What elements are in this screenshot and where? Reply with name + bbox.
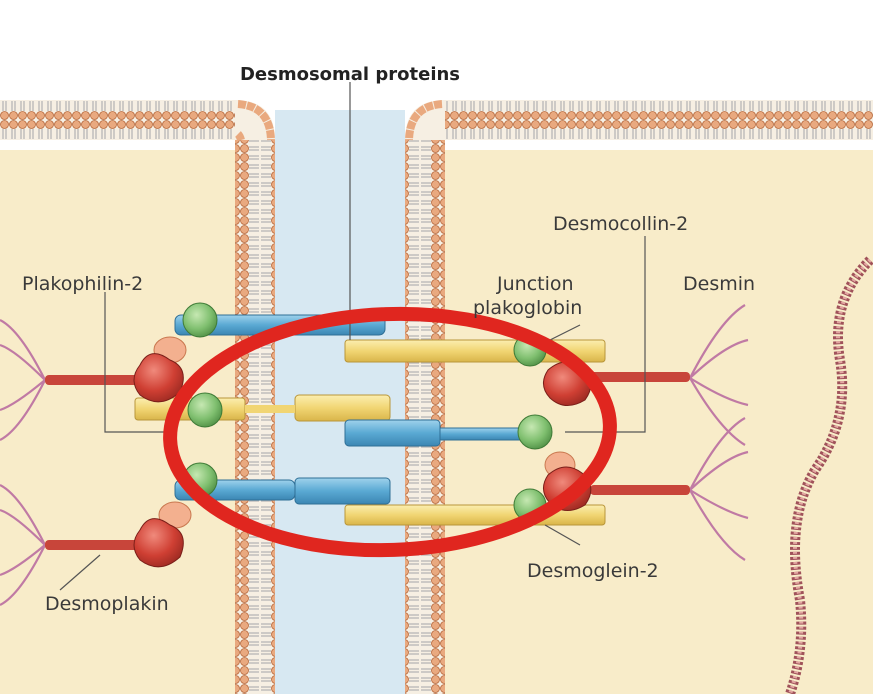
- label-desmin: Desmin: [683, 273, 755, 295]
- diagram-title: Desmosomal proteins: [240, 64, 460, 85]
- label-desmoplakin: Desmoplakin: [45, 593, 169, 615]
- label-plakoglobin: plakoglobin: [473, 297, 582, 319]
- label-plakophilin-2: Plakophilin-2: [22, 273, 143, 295]
- label-desmocollin-2: Desmocollin-2: [553, 213, 688, 235]
- label-desmoglein-2: Desmoglein-2: [527, 560, 659, 582]
- label-junction: Junction: [496, 273, 574, 295]
